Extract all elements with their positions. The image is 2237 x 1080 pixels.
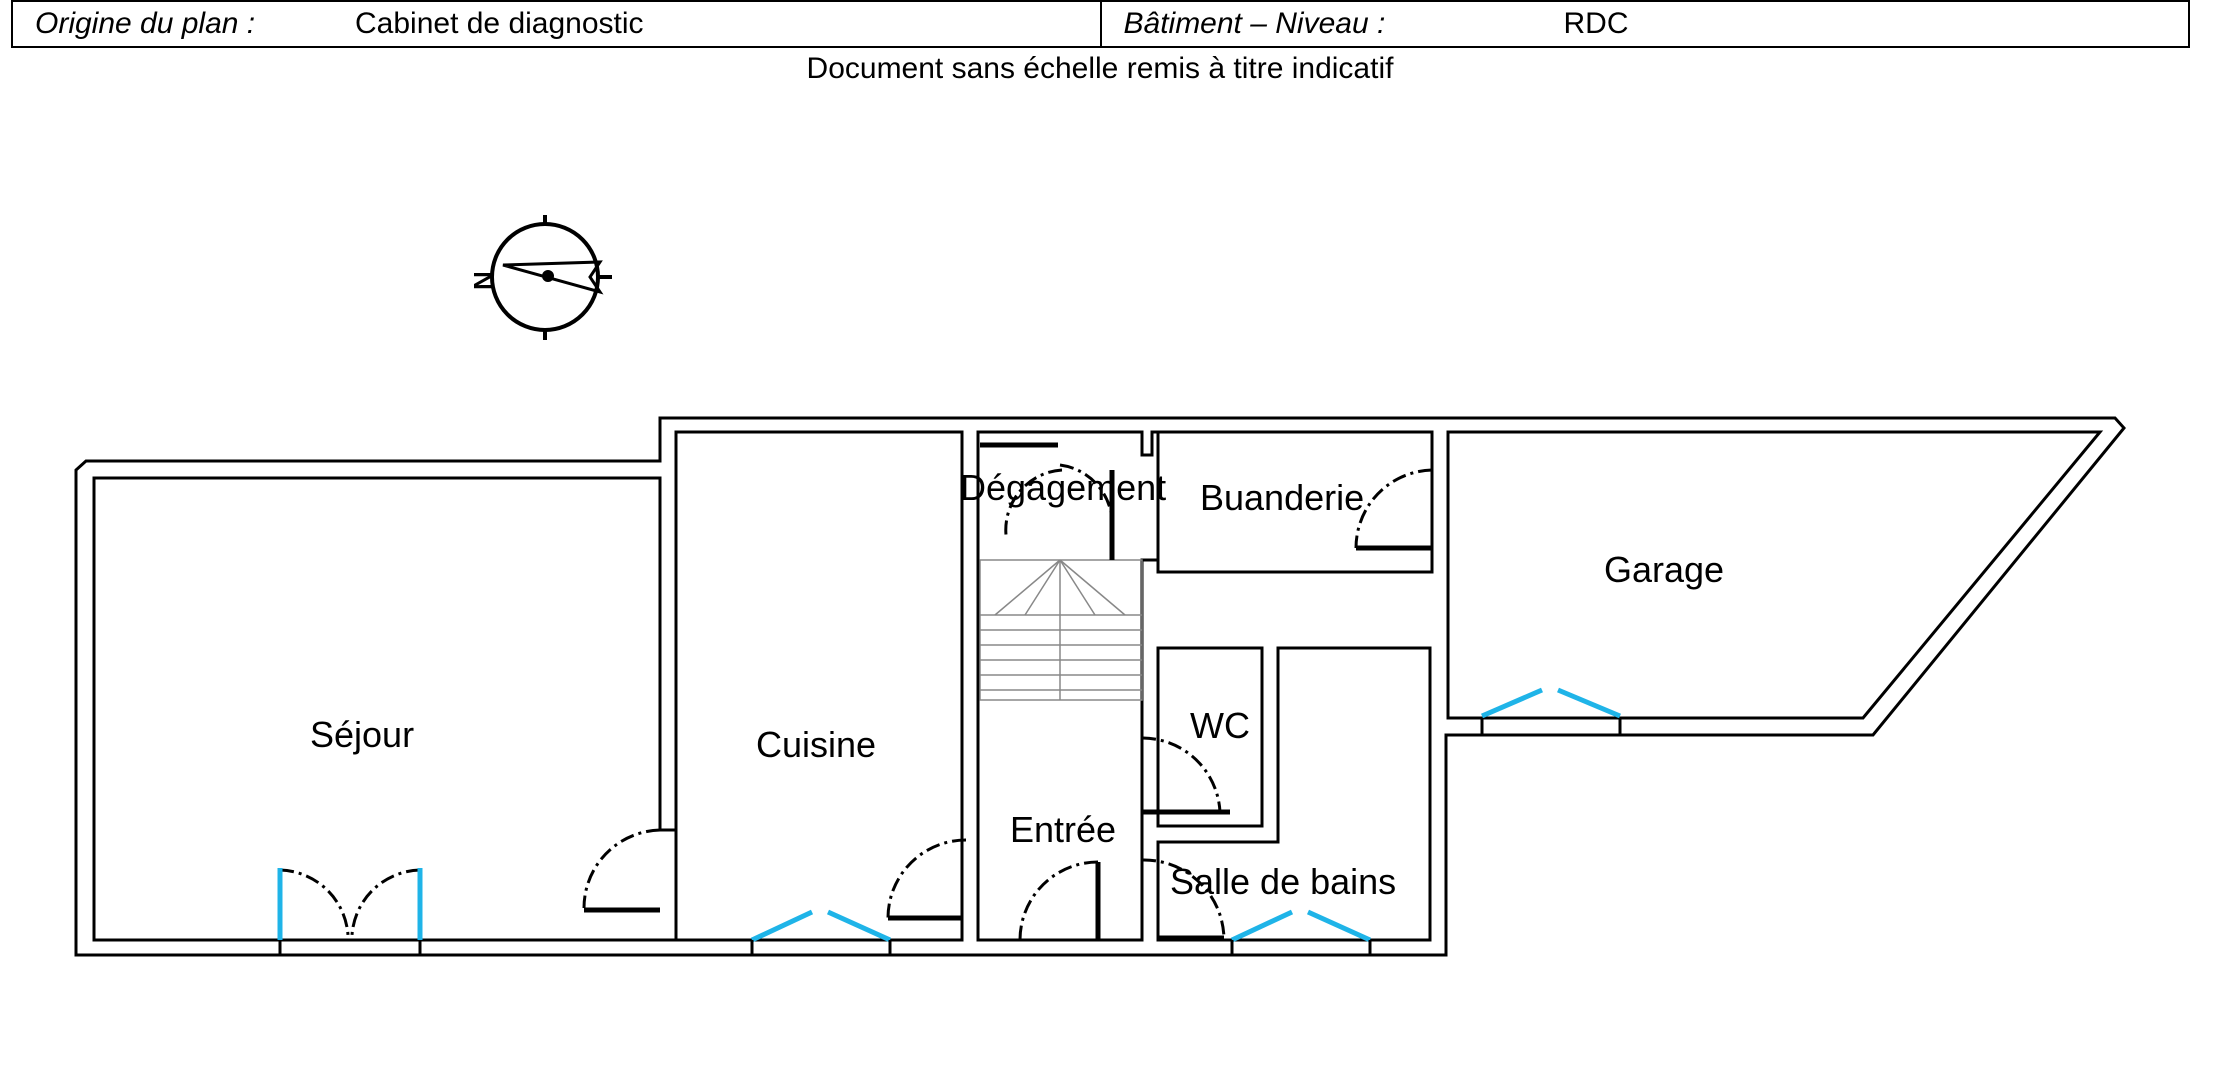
building-value: RDC [1563, 7, 1629, 40]
staircase [979, 559, 1143, 701]
origin-value: Cabinet de diagnostic [355, 7, 644, 40]
room-label-cuisine: Cuisine [756, 724, 876, 765]
room-label-buanderie: Buanderie [1200, 477, 1364, 518]
room-walls [674, 430, 2104, 942]
room-label-entree: Entrée [1010, 809, 1116, 850]
header-origin-cell: Origine du plan : Cabinet de diagnostic [13, 2, 1100, 46]
doors [279, 442, 1433, 941]
header-building-cell: Bâtiment – Niveau : RDC [1099, 2, 2189, 46]
window-sill-lines [278, 718, 1622, 955]
room-label-wc: WC [1190, 705, 1250, 746]
origin-label: Origine du plan : [35, 7, 256, 40]
header-table: Origine du plan : Cabinet de diagnostic … [11, 0, 2190, 48]
windows [277, 687, 1621, 943]
room-label-sejour: Séjour [310, 714, 414, 755]
room-label-salle-de-bains: Salle de bains [1170, 861, 1396, 902]
room-label-garage: Garage [1604, 549, 1724, 590]
north-compass-icon: N [468, 215, 612, 340]
building-label: Bâtiment – Niveau : [1123, 7, 1386, 40]
document-subtitle: Document sans échelle remis à titre indi… [806, 52, 1394, 85]
compass-letter: N [468, 271, 498, 290]
room-label-degagement: Dégagement [960, 467, 1166, 508]
